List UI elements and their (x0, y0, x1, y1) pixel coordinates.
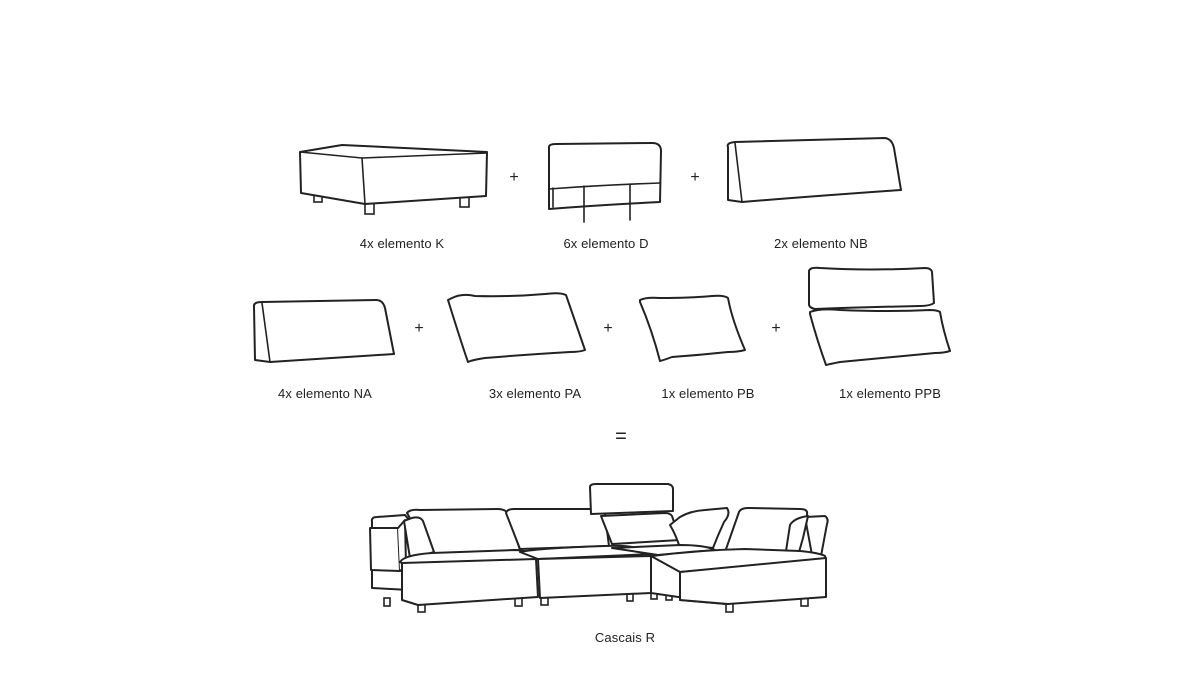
plus-sign: + (690, 169, 700, 186)
plus-sign: + (603, 320, 613, 337)
element-d-drawing (548, 142, 662, 223)
cascais-r-drawing (369, 483, 829, 613)
element-na-drawing (252, 299, 395, 363)
element-nb-label: 2x elemento NB (774, 236, 868, 251)
element-pa-label: 3x elemento PA (488, 386, 582, 401)
element-pa-drawing (447, 292, 586, 363)
element-na-label: 4x elemento NA (278, 386, 372, 401)
element-d-label: 6x elemento D (563, 236, 649, 251)
equals-sign: = (615, 425, 627, 448)
plus-sign: + (414, 320, 424, 337)
result-label: Cascais R (594, 630, 656, 645)
element-pb-drawing (639, 294, 746, 362)
element-ppb-label: 1x elemento PPB (839, 386, 941, 401)
plus-sign: + (509, 169, 519, 186)
element-nb-drawing (726, 137, 902, 203)
plus-sign: + (771, 320, 781, 337)
element-pb-label: 1x elemento PB (661, 386, 755, 401)
element-k-label: 4x elemento K (359, 236, 445, 251)
element-k-drawing (299, 144, 488, 215)
element-ppb-drawing (808, 266, 951, 366)
